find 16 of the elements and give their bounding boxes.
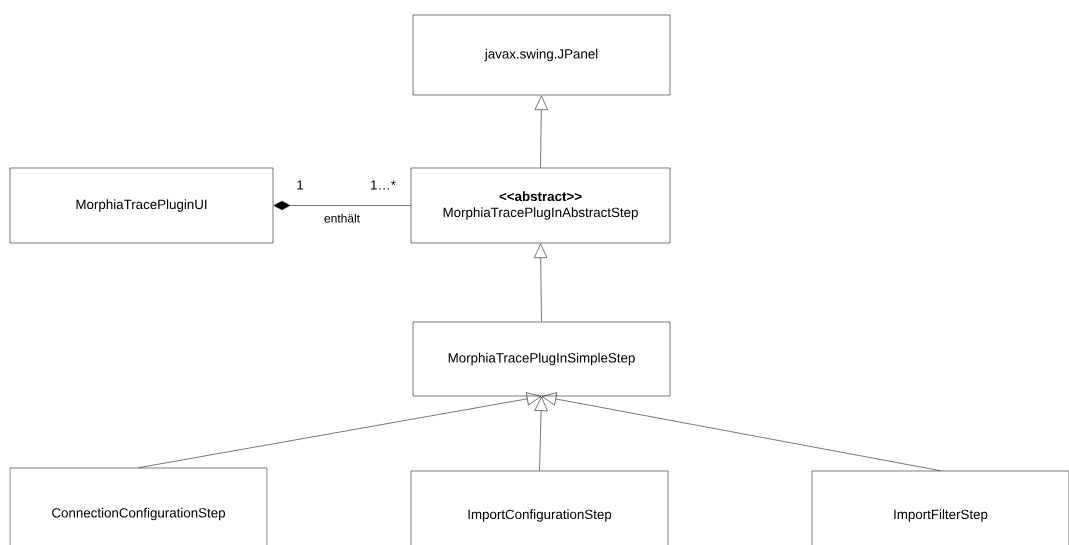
- multiplicity-label: 1…*: [371, 180, 396, 190]
- class-box: MorphiaTracePluginUI: [9, 167, 274, 244]
- multiplicity-label: 1: [297, 180, 304, 190]
- arrow: [534, 243, 548, 322]
- edge-label: enthält: [322, 212, 362, 224]
- class-box: ConnectionConfigurationStep: [9, 467, 268, 545]
- arrow: [534, 95, 548, 168]
- class-box: <<abstract>> MorphiaTracePlugInAbstractStep: [410, 167, 671, 244]
- class-box: MorphiaTracePlugInSimpleStep: [412, 321, 671, 397]
- class-box: javax.swing.JPanel: [412, 14, 671, 96]
- arrow: [541, 392, 941, 471]
- arrow: [138, 392, 542, 468]
- arrow: [534, 396, 548, 471]
- class-box: ImportConfigurationStep: [410, 470, 669, 545]
- arrow: [273, 200, 411, 211]
- class-box: ImportFilterStep: [811, 470, 1069, 545]
